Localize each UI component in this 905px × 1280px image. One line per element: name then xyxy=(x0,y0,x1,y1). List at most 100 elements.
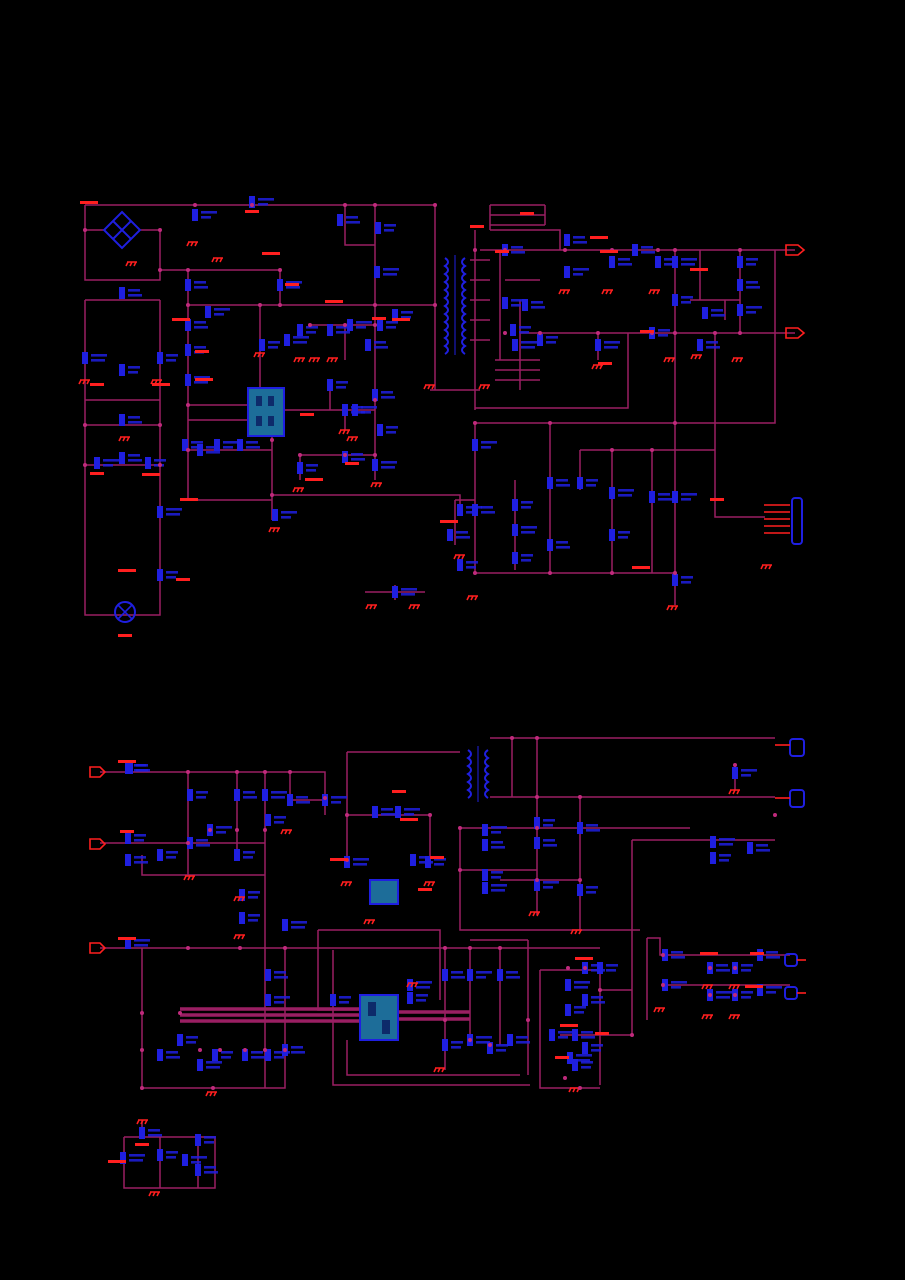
component-symbol xyxy=(537,334,543,346)
component-label-mark xyxy=(671,951,683,954)
component-symbol xyxy=(507,1034,513,1046)
component-symbol xyxy=(242,1049,248,1061)
ground-icon xyxy=(148,1191,160,1197)
junction-dot xyxy=(673,331,677,335)
component-label-mark xyxy=(658,334,668,337)
component-symbol xyxy=(249,196,255,208)
component-label-mark xyxy=(416,999,426,1002)
component-symbol xyxy=(139,1127,145,1139)
input-connector-2 xyxy=(89,838,107,850)
component-symbol xyxy=(732,767,738,779)
ground-icon xyxy=(760,564,772,570)
component-label-mark xyxy=(404,813,414,816)
component-label-mark xyxy=(401,593,415,596)
junction-dot xyxy=(186,268,190,272)
label-mark xyxy=(632,566,650,569)
component-symbol xyxy=(197,444,203,456)
transformer-icon xyxy=(466,746,490,802)
component-label-mark xyxy=(306,331,316,334)
ground-icon xyxy=(728,1014,740,1020)
component-label-mark xyxy=(248,914,260,917)
component-label-mark xyxy=(434,858,446,861)
component-label-mark xyxy=(641,246,653,249)
component-label-mark xyxy=(128,454,140,457)
component-label-mark xyxy=(128,289,140,292)
component-label-mark xyxy=(741,991,753,994)
junction-dot xyxy=(548,421,552,425)
component-label-mark xyxy=(243,856,253,859)
component-label-mark xyxy=(134,764,146,767)
component-label-mark xyxy=(451,1041,463,1044)
component-label-mark xyxy=(134,856,146,859)
component-symbol xyxy=(185,279,191,291)
junction-dot xyxy=(673,248,677,252)
component-label-mark xyxy=(618,536,628,539)
junction-dot xyxy=(738,248,742,252)
component-label-mark xyxy=(756,844,768,847)
component-label-mark xyxy=(248,919,258,922)
component-label-mark xyxy=(586,479,598,482)
junction-dot xyxy=(610,571,614,575)
component-symbol xyxy=(649,491,655,503)
component-symbol xyxy=(277,279,283,291)
component-label-mark xyxy=(558,1036,568,1039)
label-mark xyxy=(330,858,348,861)
component-symbol xyxy=(510,324,516,336)
ground-icon xyxy=(136,1119,148,1125)
junction-dot xyxy=(283,1048,287,1052)
component-symbol xyxy=(392,586,398,598)
ground-icon xyxy=(653,1007,665,1013)
component-label-mark xyxy=(361,411,371,414)
component-label-mark xyxy=(618,494,632,497)
component-symbol xyxy=(572,1059,578,1071)
ground-icon xyxy=(568,1087,580,1093)
ground-icon xyxy=(423,881,435,887)
component-label-mark xyxy=(128,294,142,297)
component-label-mark xyxy=(206,1066,220,1069)
junction-dot xyxy=(270,493,274,497)
component-label-mark xyxy=(201,216,211,219)
component-label-mark xyxy=(681,301,691,304)
connector-icon xyxy=(784,953,806,967)
component-label-mark xyxy=(671,986,681,989)
label-mark xyxy=(440,520,458,523)
label-mark xyxy=(195,350,209,353)
label-mark xyxy=(180,498,198,501)
label-mark xyxy=(600,250,618,253)
label-mark xyxy=(392,318,410,321)
component-label-mark xyxy=(664,263,674,266)
component-symbol xyxy=(512,499,518,511)
component-symbol xyxy=(702,307,708,319)
component-symbol xyxy=(119,364,125,376)
junction-dot xyxy=(673,421,677,425)
component-label-mark xyxy=(516,1041,530,1044)
component-symbol xyxy=(534,817,540,829)
component-label-mark xyxy=(741,774,751,777)
component-symbol xyxy=(502,297,508,309)
component-label-mark xyxy=(521,506,531,509)
component-label-mark xyxy=(91,359,105,362)
component-label-mark xyxy=(274,996,290,999)
component-label-mark xyxy=(664,258,676,261)
component-label-mark xyxy=(356,326,366,329)
component-symbol xyxy=(272,509,278,521)
junction-dot xyxy=(433,303,437,307)
component-label-mark xyxy=(741,969,751,972)
component-symbol xyxy=(297,462,303,474)
component-symbol xyxy=(737,279,743,291)
ground-icon xyxy=(433,1067,445,1073)
component-symbol xyxy=(265,969,271,981)
junction-dot xyxy=(186,770,190,774)
component-label-mark xyxy=(91,354,107,357)
component-label-mark xyxy=(194,286,208,289)
junction-dot xyxy=(733,993,737,997)
component-symbol xyxy=(284,334,290,346)
component-symbol xyxy=(757,984,763,996)
junction-dot xyxy=(211,1086,215,1090)
component-label-mark xyxy=(576,1054,592,1057)
label-mark xyxy=(595,1032,609,1035)
label-mark xyxy=(80,201,98,204)
component-symbol xyxy=(352,404,358,416)
component-label-mark xyxy=(206,446,218,449)
